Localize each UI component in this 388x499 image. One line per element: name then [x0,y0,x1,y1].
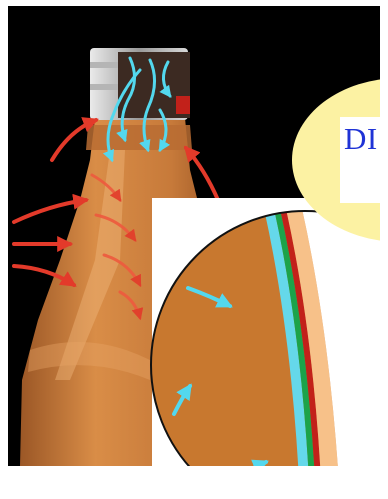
bottom-margin-overlay [150,466,388,499]
left-margin [0,0,8,499]
callout-label: DI [344,121,388,157]
top-margin [0,0,388,6]
bottle-neck-ring [86,125,192,150]
cap-liner-red-band [176,96,190,114]
